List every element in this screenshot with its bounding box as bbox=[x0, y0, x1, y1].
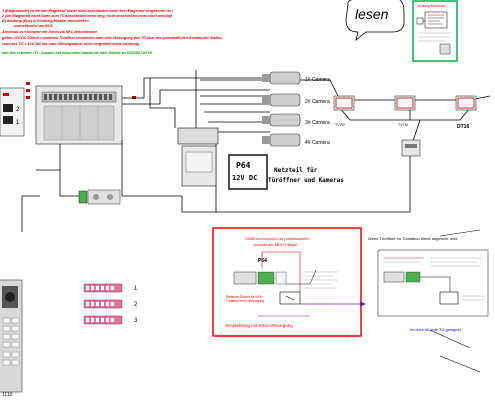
center-callout-footer: Empfehlung mit extra Versorgung bbox=[226, 323, 293, 328]
psu-model: P64 bbox=[236, 161, 251, 170]
camera-4: 4# Camera bbox=[262, 133, 330, 147]
monitor-tv7m-2: TV7M bbox=[394, 95, 416, 127]
right-callout-title: Wenn Türöffner im Türstation direkt ange… bbox=[368, 236, 457, 241]
monitor-dt16: DT16 bbox=[455, 95, 477, 130]
right-callout: Wenn Türöffner im Türstation direkt ange… bbox=[368, 236, 489, 332]
notice-box: Achtung Anschluss bbox=[412, 0, 458, 62]
header-line-5: Anschluß von Schalter mit Strom via NKC … bbox=[1, 30, 98, 34]
right-arrows bbox=[429, 229, 481, 373]
lesen-callout: lesen bbox=[345, 0, 405, 42]
green-connector bbox=[78, 190, 88, 204]
header-line-4: unten Monitor am BUS bbox=[14, 24, 53, 28]
center-callout-module: P64 bbox=[258, 258, 267, 264]
monitor-tv7m-2-label: TV7M bbox=[398, 123, 408, 127]
camera-1-label: 1# Camera bbox=[305, 77, 330, 83]
header-line-3: Einbindung (Bus) in Richtung Monitor ans… bbox=[2, 19, 89, 23]
bus-distributor bbox=[35, 85, 123, 145]
bus-wires bbox=[21, 70, 491, 232]
camera-2-label: 2# Camera bbox=[305, 99, 330, 105]
psu-voltage: 12V DC bbox=[232, 174, 257, 182]
notice-title: Achtung Anschluss bbox=[418, 4, 445, 8]
center-callout-caption-1: Relaisset Station für MDH bbox=[226, 295, 263, 299]
left-num-1: 1 bbox=[16, 120, 20, 126]
camera-2: 2# Camera bbox=[262, 93, 330, 107]
dip-label-2: 2 bbox=[134, 302, 138, 308]
center-callout-title-1: Türöffner Anschluß an potentialfreien bbox=[244, 236, 310, 241]
header-line-1: 1 (Etagentaster) ist für den Etagenruf T… bbox=[2, 9, 174, 13]
camera-1: 1# Camera bbox=[262, 71, 330, 85]
dvr-module bbox=[177, 127, 219, 187]
relay-module bbox=[87, 189, 121, 205]
camera-3: 3# Camera bbox=[262, 113, 330, 127]
left-monitor-module: 2 1 bbox=[0, 87, 25, 137]
center-callout-title-2: kontakt der MDH Klingel bbox=[254, 242, 297, 247]
camera-4-label: 4# Camera bbox=[305, 140, 330, 146]
psu-note-2: Türöffner und Kameras bbox=[268, 177, 344, 184]
panel-model: 1110 bbox=[2, 392, 13, 398]
header-line-8: Info des externen TÖ : Support auf www.v… bbox=[2, 50, 152, 55]
header-line-2: 2 (bei Etagenruf) nicht Video zum TV ans… bbox=[1, 14, 173, 18]
header-line-7: zone des TÖ = 12V 300 mA oder Öffnungsda… bbox=[1, 41, 140, 46]
right-callout-footer: ist nicht für jede TÜ geeignet bbox=[410, 327, 462, 332]
monitor-dt16-label: DT16 bbox=[457, 124, 469, 130]
lesen-label: lesen bbox=[355, 6, 389, 22]
header-line-6: gelber 12V DC 500mA = anderem Türöffner … bbox=[1, 35, 223, 40]
monitor-tv7m-1-label: TV7M bbox=[335, 123, 345, 127]
dip-label-1: 1 bbox=[134, 286, 138, 292]
bus-junction bbox=[401, 139, 421, 157]
center-callout-caption-2: Türöffner ohne Versorgung bbox=[226, 299, 264, 303]
camera-3-label: 3# Camera bbox=[305, 120, 330, 126]
dip-label-3: 3 bbox=[134, 318, 138, 324]
left-num-2: 2 bbox=[16, 107, 20, 113]
monitor-tv7m-1: TV7M bbox=[333, 95, 355, 127]
center-callout: Türöffner Anschluß an potentialfreien ko… bbox=[212, 227, 366, 337]
door-station-panel: 1110 bbox=[0, 279, 23, 398]
power-supply: P64 12V DC bbox=[228, 154, 268, 190]
psu-note-1: Netzteil für bbox=[274, 167, 318, 174]
header-instructions: 1 (Etagentaster) ist für den Etagenruf T… bbox=[1, 9, 223, 55]
dip-switches: 1 2 3 bbox=[83, 283, 138, 325]
